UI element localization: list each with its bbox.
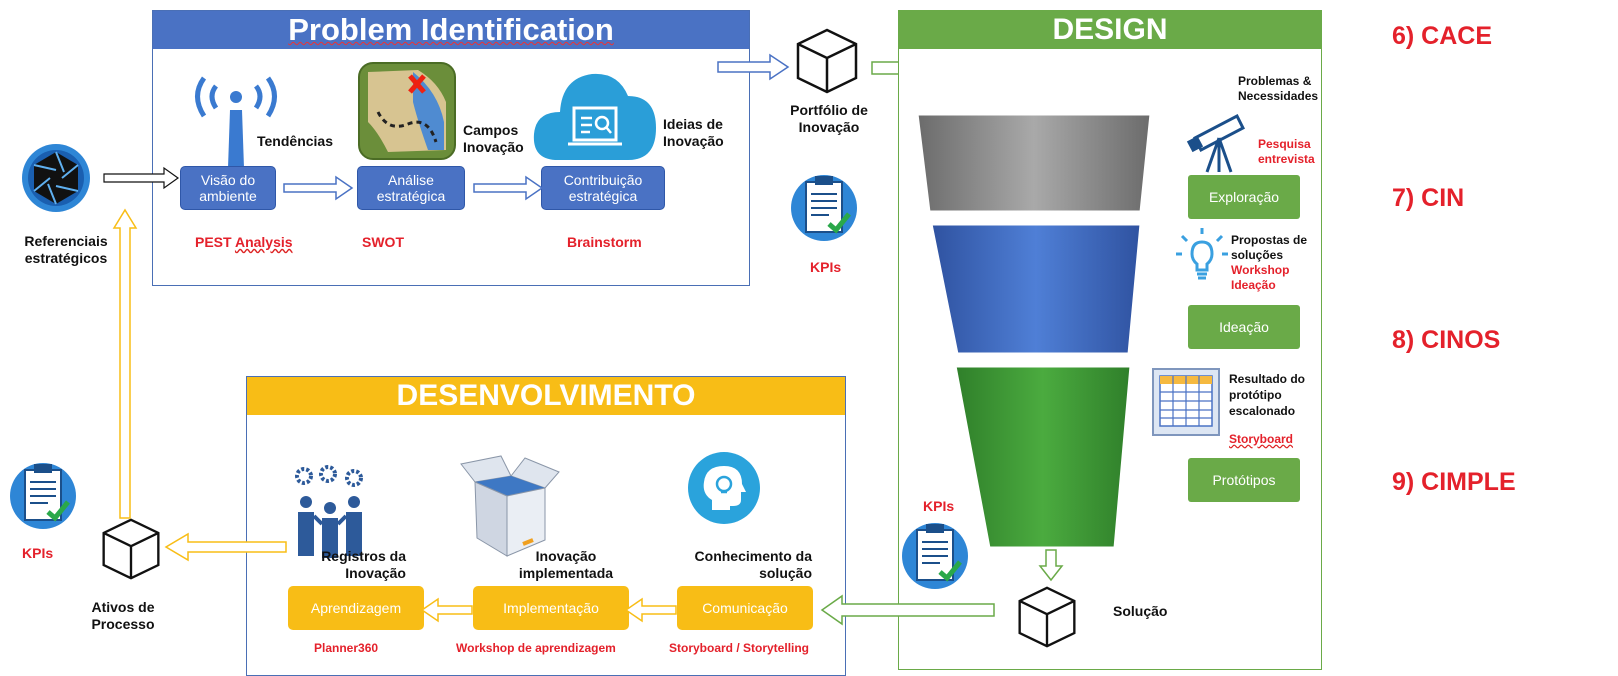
design-header: DESIGN bbox=[899, 11, 1321, 49]
knowledge-head-icon bbox=[688, 452, 760, 524]
solucao-label: Solução bbox=[1113, 603, 1168, 619]
ativos-kpis-label: KPIs bbox=[22, 545, 54, 561]
workshop-aprendizagem-label: Workshop de aprendizagem bbox=[456, 641, 616, 655]
ativos-to-referenciais-arrow bbox=[112, 208, 138, 519]
pesquisa-entrevista-label: Pesquisa entrevista bbox=[1258, 137, 1315, 166]
campos-inovacao-label: Campos Inovação bbox=[463, 122, 524, 155]
pest-label: PEST bbox=[195, 234, 232, 250]
cloud-icon bbox=[533, 73, 656, 160]
conhecimento-solucao-label: Conhecimento da solução bbox=[694, 548, 812, 581]
portfolio-kpis-label: KPIs bbox=[810, 259, 842, 275]
workshop-ideacao-label: Workshop Ideação bbox=[1231, 263, 1290, 292]
ideias-de-inovacao-label: Ideias de Inovação bbox=[663, 116, 724, 149]
tendencias-label: Tendências bbox=[257, 133, 333, 149]
telescope-icon bbox=[1186, 113, 1245, 173]
map-icon bbox=[358, 62, 456, 160]
ideacao-box[interactable]: Ideação bbox=[1188, 305, 1300, 349]
propostas-solucoes-label: Propostas de soluções bbox=[1231, 233, 1308, 262]
team-gears-icon bbox=[295, 465, 363, 558]
aperture-icon bbox=[22, 144, 90, 212]
design-kpis-label: KPIs bbox=[923, 498, 955, 514]
solucao-cube-icon bbox=[1018, 586, 1076, 648]
visao-do-ambiente-box[interactable]: Visão do ambiente bbox=[180, 166, 276, 210]
contribuicao-estrategica-box[interactable]: Contribuição estratégica bbox=[541, 166, 665, 210]
portfolio-cube-icon bbox=[796, 28, 858, 94]
planner360-label: Planner360 bbox=[314, 641, 379, 655]
design-funnel bbox=[915, 112, 1153, 550]
open-box-icon bbox=[460, 455, 560, 557]
funnel-to-solucao-arrow bbox=[1038, 549, 1064, 582]
problem-flow-arrows bbox=[103, 166, 544, 201]
dev-to-ativos-arrow bbox=[164, 532, 287, 562]
dev-flow-arrows bbox=[420, 597, 677, 623]
solucao-to-comunicacao-arrow bbox=[820, 594, 995, 626]
right-item-cin: 7) CIN bbox=[1392, 184, 1465, 212]
right-item-cace: 6) CACE bbox=[1392, 22, 1493, 50]
inovacao-implementada-label: Inovação implementada bbox=[518, 548, 614, 581]
storyboard-storytelling-label: Storyboard / Storytelling bbox=[669, 641, 810, 655]
lightbulb-icon bbox=[1176, 228, 1228, 280]
comunicacao-box[interactable]: Comunicação bbox=[677, 586, 813, 630]
prototipos-box[interactable]: Protótipos bbox=[1188, 458, 1300, 502]
antenna-icon bbox=[195, 76, 277, 168]
storyboard-table-icon bbox=[1152, 368, 1220, 436]
problem-to-portfolio-arrow bbox=[717, 53, 790, 81]
problemas-necessidades-label: Problemas & Necessidades bbox=[1238, 74, 1319, 103]
swot-label: SWOT bbox=[362, 234, 404, 250]
resultado-prototipo-label: Resultado do protótipo escalonado bbox=[1229, 372, 1306, 418]
analise-estrategica-box[interactable]: Análise estratégica bbox=[357, 166, 465, 210]
ativos-processo-label: Ativos de Processo bbox=[91, 599, 155, 632]
pest-analysis-label: PEST Analysis bbox=[195, 234, 293, 251]
right-item-cimple: 9) CIMPLE bbox=[1392, 468, 1516, 496]
referenciais-estrategicos-label: Referenciais estratégicos bbox=[24, 233, 108, 266]
registros-inovacao-label: Registros da Inovação bbox=[321, 548, 406, 581]
storyboard-design-label: Storyboard bbox=[1229, 432, 1294, 446]
brainstorm-label: Brainstorm bbox=[567, 234, 642, 250]
problem-identification-header: Problem Identification bbox=[153, 11, 749, 49]
ativos-cube-icon bbox=[102, 518, 160, 580]
analysis-label: Analysis bbox=[234, 234, 293, 250]
portfolio-label: Portfólio de Inovação bbox=[790, 102, 868, 135]
aprendizagem-box[interactable]: Aprendizagem bbox=[288, 586, 424, 630]
portfolio-kpi-icon bbox=[791, 175, 857, 241]
design-kpi-icon bbox=[902, 523, 968, 589]
ativos-kpi-icon bbox=[10, 463, 76, 529]
exploracao-box[interactable]: Exploração bbox=[1188, 175, 1300, 219]
right-item-cinos: 8) CINOS bbox=[1392, 326, 1501, 354]
implementacao-box[interactable]: Implementação bbox=[473, 586, 629, 630]
desenvolvimento-header: DESENVOLVIMENTO bbox=[247, 377, 845, 415]
